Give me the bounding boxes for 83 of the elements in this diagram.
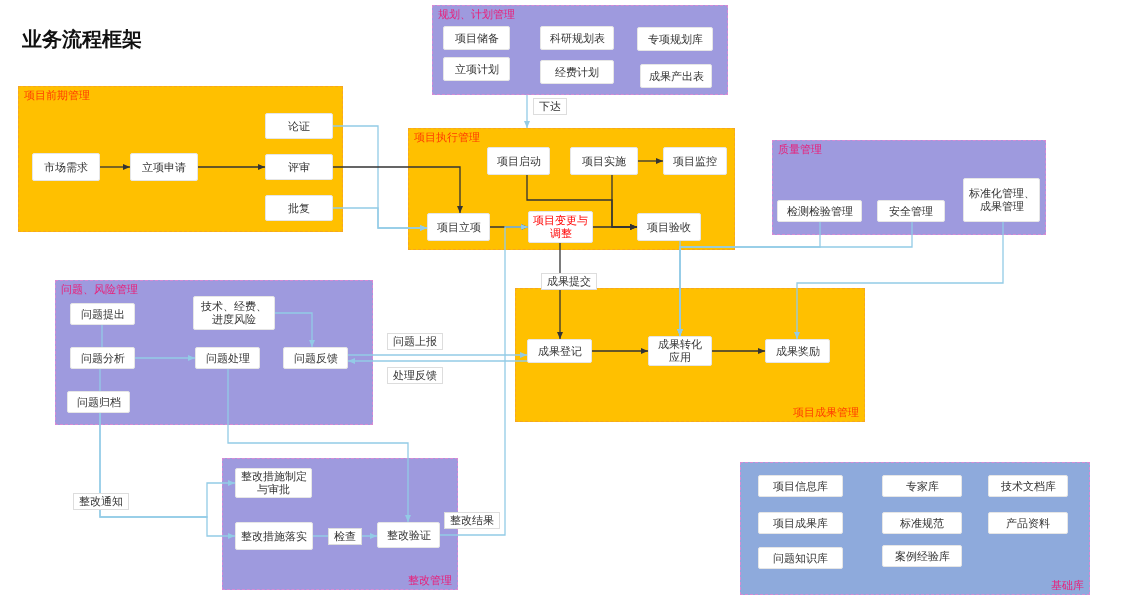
group-panel — [432, 5, 728, 95]
group-title: 项目成果管理 — [793, 406, 859, 419]
edge-label: 处理反馈 — [387, 367, 443, 384]
process-box: 专家库 — [882, 475, 962, 497]
process-box: 专项规划库 — [637, 27, 713, 51]
group-panel — [55, 280, 373, 425]
process-box: 技术文档库 — [988, 475, 1068, 497]
group-title: 质量管理 — [778, 143, 822, 156]
arrow — [99, 412, 236, 539]
arrow — [794, 221, 1004, 340]
group-title: 整改管理 — [408, 574, 452, 587]
process-box: 问题知识库 — [758, 547, 843, 569]
group-panel — [772, 140, 1046, 235]
process-box: 案例经验库 — [882, 545, 962, 567]
arrow — [197, 164, 266, 170]
group-title: 问题、风险管理 — [61, 283, 138, 296]
arrow — [524, 94, 530, 129]
group-panel — [18, 86, 343, 232]
group-panel — [740, 462, 1090, 595]
arrow — [274, 312, 315, 348]
process-box: 科研规划表 — [540, 26, 614, 50]
process-box: 项目验收 — [637, 213, 701, 241]
arrow — [637, 158, 664, 164]
process-box: 整改措施落实 — [235, 522, 313, 550]
process-box: 产品资料 — [988, 512, 1068, 534]
arrow — [611, 174, 638, 230]
group-title: 规划、计划管理 — [438, 8, 515, 21]
process-box: 问题分析 — [70, 347, 135, 369]
process-box: 标准化管理、成果管理 — [963, 178, 1040, 222]
process-box: 立项计划 — [443, 57, 510, 81]
title: 业务流程框架 — [22, 27, 142, 51]
arrow — [99, 164, 131, 170]
arrow — [227, 368, 411, 523]
process-box: 成果登记 — [527, 339, 592, 363]
arrow — [347, 352, 528, 358]
edge-label: 整改通知 — [73, 493, 129, 510]
process-box: 市场需求 — [32, 153, 100, 181]
process-box: 成果转化应用 — [648, 336, 712, 366]
process-box: 项目实施 — [570, 147, 638, 175]
process-box: 检测检验管理 — [777, 200, 862, 222]
edge-label: 检查 — [328, 528, 362, 545]
connector-line — [101, 324, 103, 348]
process-box: 问题提出 — [70, 303, 135, 325]
process-box: 项目变更与调整 — [528, 211, 593, 243]
process-box: 批复 — [265, 195, 333, 221]
process-box: 标准规范 — [882, 512, 962, 534]
process-box: 项目储备 — [443, 26, 510, 50]
process-box: 项目成果库 — [758, 512, 843, 534]
arrow — [347, 358, 528, 364]
group-title: 项目执行管理 — [414, 131, 480, 144]
group-title: 基础库 — [1051, 579, 1084, 592]
arrow — [677, 221, 913, 337]
process-box: 项目启动 — [487, 147, 550, 175]
group-panel — [515, 288, 865, 422]
process-box: 问题反馈 — [283, 347, 348, 369]
process-box: 技术、经费、进度风险 — [193, 296, 275, 330]
group-panel — [408, 128, 735, 250]
connector-line — [99, 368, 101, 392]
process-box: 项目监控 — [663, 147, 727, 175]
process-box: 项目立项 — [427, 213, 490, 241]
edge-label: 下达 — [533, 98, 567, 115]
group-title: 项目前期管理 — [24, 89, 90, 102]
process-box: 成果奖励 — [765, 339, 830, 363]
process-box: 整改验证 — [377, 522, 440, 548]
process-box: 立项申请 — [130, 153, 198, 181]
arrow — [332, 207, 428, 231]
process-box: 项目信息库 — [758, 475, 843, 497]
process-box: 论证 — [265, 113, 333, 139]
edge-label: 问题上报 — [387, 333, 443, 350]
process-box: 整改措施制定与审批 — [235, 468, 312, 498]
process-box: 问题处理 — [195, 347, 260, 369]
arrow — [134, 355, 196, 361]
arrow — [439, 224, 529, 536]
arrow — [332, 166, 463, 214]
process-box: 安全管理 — [877, 200, 945, 222]
arrow — [591, 348, 649, 354]
arrow — [711, 348, 766, 354]
edge-label: 整改结果 — [444, 512, 500, 529]
process-box: 评审 — [265, 154, 333, 180]
edge-label: 成果提交 — [541, 273, 597, 290]
process-box: 成果产出表 — [640, 64, 712, 88]
process-box: 问题归档 — [67, 391, 130, 413]
process-box: 经费计划 — [540, 60, 614, 84]
